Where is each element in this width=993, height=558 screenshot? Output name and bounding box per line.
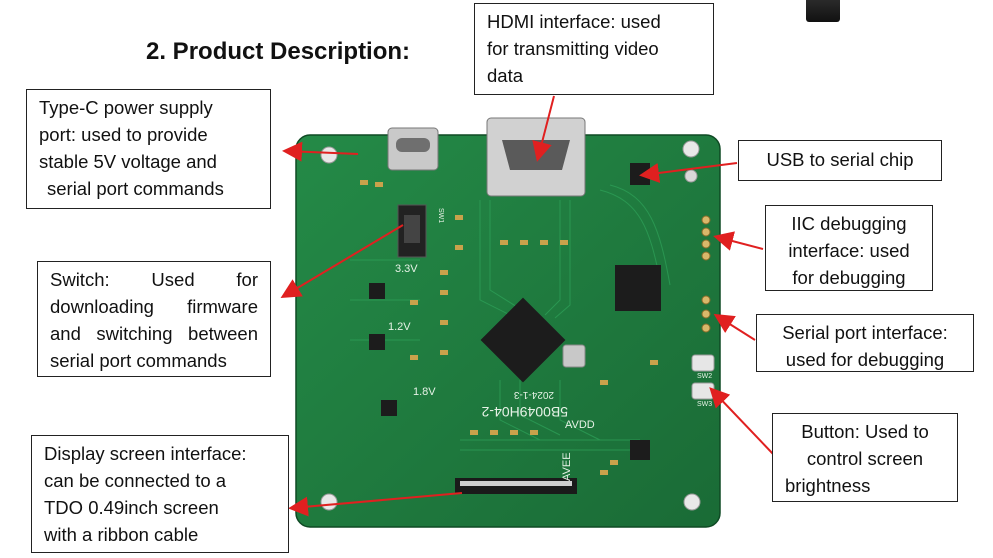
arrow-switch <box>280 224 404 299</box>
regulator <box>369 283 385 299</box>
mount-hole <box>320 493 338 511</box>
silk-model: 5B0049H04-2 <box>481 404 568 420</box>
section-heading: 2. Product Description: <box>146 38 411 65</box>
arrow-button <box>709 387 775 456</box>
silk-18v: 1.8V <box>413 386 436 398</box>
callout-line: brightness <box>785 475 871 496</box>
callout-line: Serial port interface: <box>782 322 948 343</box>
callout-serial-interface: Serial port interface: used for debuggin… <box>756 314 974 372</box>
iic-header-pins <box>701 215 711 261</box>
callout-line: HDMI interface: used <box>487 11 661 32</box>
callout-iic-interface: IIC debugging interface: used for debugg… <box>765 205 933 291</box>
button-sw3 <box>691 382 715 400</box>
mount-hole <box>682 140 700 158</box>
callout-hdmi-interface: HDMI interface: used for transmitting vi… <box>474 3 714 95</box>
mount-hole <box>684 169 698 183</box>
callout-line: Switch: Used for <box>50 269 258 290</box>
callout-line: Display screen interface: <box>44 443 247 464</box>
callout-line: with a ribbon cable <box>44 524 199 545</box>
silk-12v: 1.2V <box>388 321 411 333</box>
callout-line: data <box>487 65 524 86</box>
crystal <box>562 344 586 368</box>
silk-date: 2024-1-3 <box>514 389 554 400</box>
silk-sw1: SW1 <box>437 208 444 223</box>
callout-type-c-port: Type-C power supply port: used to provid… <box>26 89 271 209</box>
callout-line: control screen <box>806 448 924 469</box>
callout-switch: Switch: Used for downloading firmware an… <box>37 261 271 377</box>
callout-line: port: used to provide <box>39 124 208 145</box>
arrow-hdmi <box>532 95 555 162</box>
passive-components <box>360 180 658 475</box>
callout-line: IIC debugging <box>791 213 907 234</box>
arrow-display <box>288 492 463 517</box>
silk-brand: AVEE <box>561 452 573 481</box>
callout-usb-serial-chip: USB to serial chip <box>738 140 942 181</box>
callout-line: Type-C power supply <box>39 97 213 118</box>
button-sw2 <box>691 354 715 372</box>
callout-line: stable 5V voltage and <box>39 151 217 172</box>
corner-device-image <box>806 0 840 22</box>
arrow-typec <box>282 141 359 162</box>
callout-line: for transmitting video <box>487 38 659 59</box>
callout-line: serial port commands <box>47 178 224 199</box>
callout-line: TDO 0.49inch screen <box>44 497 219 518</box>
callout-button: Button: Used to control screen brightnes… <box>772 413 958 502</box>
silk-sw3: SW3 <box>697 401 712 408</box>
arrow-usb <box>639 162 738 183</box>
mount-hole <box>683 493 701 511</box>
regulator <box>630 440 650 460</box>
callout-line: for debugging <box>792 267 906 288</box>
callout-line: interface: used <box>788 240 910 261</box>
serial-header-pins <box>701 295 711 333</box>
silk-33v: 3.3V <box>395 263 418 275</box>
silk-avdd: AVDD <box>565 419 595 431</box>
callout-line: USB to serial chip <box>766 149 914 170</box>
callout-line: used for debugging <box>785 349 945 370</box>
callout-display-interface: Display screen interface: can be connect… <box>31 435 289 553</box>
callout-line: can be connected to a <box>44 470 227 491</box>
arrow-serial <box>713 313 756 341</box>
silk-sw2: SW2 <box>697 373 712 380</box>
callout-arrows <box>280 95 775 517</box>
main-chip <box>480 297 566 383</box>
callout-line: Button: Used to <box>801 421 929 442</box>
regulator <box>381 400 397 416</box>
bridge-chip <box>615 265 661 311</box>
regulator <box>369 334 385 350</box>
mount-hole <box>320 146 338 164</box>
callout-line: and switching between <box>50 323 258 344</box>
callout-line: serial port commands <box>50 350 227 371</box>
callout-line: downloading firmware <box>50 296 258 317</box>
arrow-iic <box>713 231 764 251</box>
